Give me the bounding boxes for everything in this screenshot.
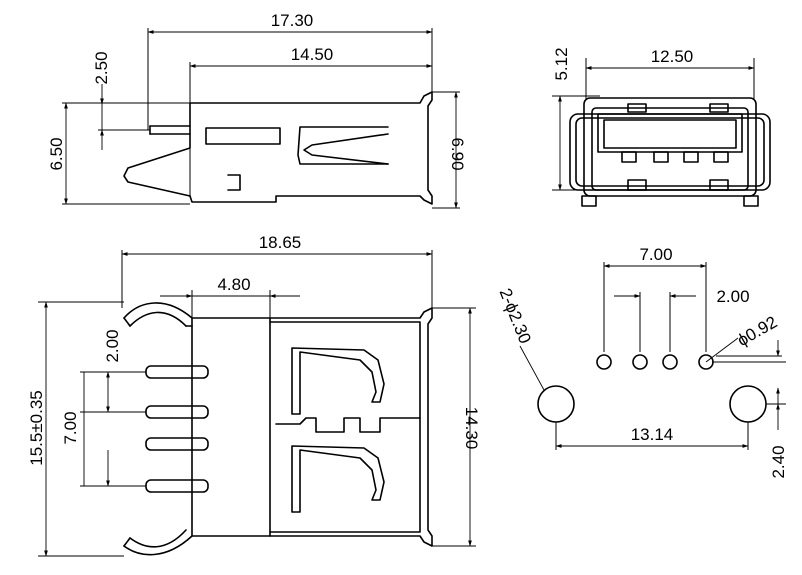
dim-front-width: 12.50 — [651, 47, 694, 66]
front-view: 12.50 5.12 — [552, 47, 771, 207]
dim-overall-length: 17.30 — [271, 11, 314, 30]
pcb-pin-span: 7.00 — [639, 245, 672, 264]
pcb-pin-pitch: 2.00 — [716, 287, 749, 306]
dim-overall-width: 15.5±0.35 — [27, 390, 46, 466]
dim-leg-height: 6.50 — [47, 137, 66, 170]
pcb-pin-hole: ϕ0.92 — [734, 312, 780, 350]
dim-pin-offset: 2.50 — [92, 51, 111, 84]
dim-pin-pitch: 2.00 — [103, 329, 122, 362]
dim-plan-length: 18.65 — [259, 233, 302, 252]
pcb-mount-hole: 2-ϕ2.30 — [495, 286, 534, 347]
plan-view: 18.65 4.80 15.5±0.35 2.00 7.00 — [27, 233, 481, 557]
dim-pin-span: 7.00 — [61, 411, 80, 444]
dim-shell-length: 14.50 — [291, 45, 334, 64]
pcb-mount-spacing: 13.14 — [631, 425, 674, 444]
top-view: 17.30 14.50 2.50 6.50 6.90 — [47, 11, 467, 209]
dim-shell-width: 14.30 — [462, 407, 481, 450]
dim-front-height: 5.12 — [552, 47, 571, 80]
pcb-layout: 7.00 2.00 ϕ0.92 2-ϕ2.30 13.14 2.40 — [495, 245, 788, 479]
dim-shell-height: 6.90 — [448, 137, 467, 170]
pcb-mount-offset: 2.40 — [769, 445, 788, 478]
dim-tab-length: 4.80 — [217, 275, 250, 294]
